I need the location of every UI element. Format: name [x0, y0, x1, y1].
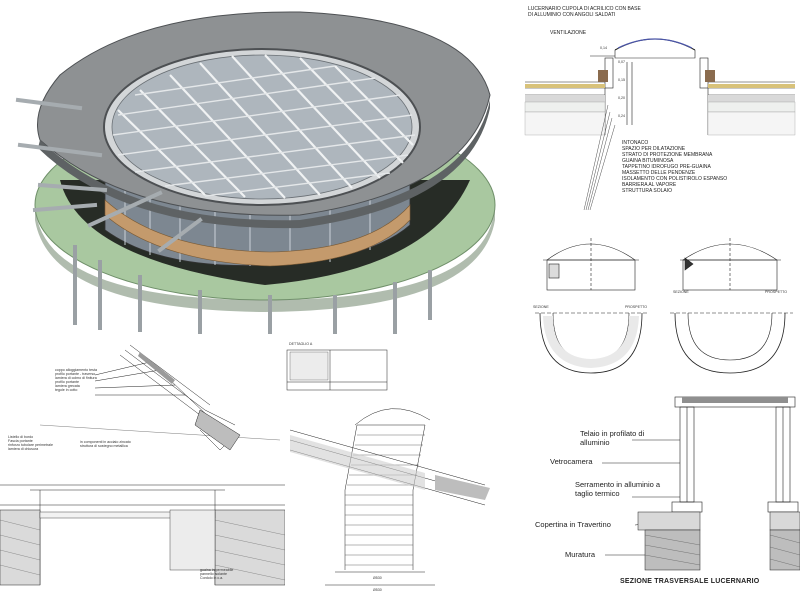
skylight-title-line2: DI ALLUMINIO CON ANGOLI SALDATI — [528, 12, 616, 18]
layer-label: STRUTTURA SOLAIO — [622, 188, 673, 194]
note-label: in componenti in acciaio zincato — [80, 440, 131, 444]
callout-label: coppo alloggiamento testa — [55, 368, 97, 372]
layer-label: ISOLAMENTO CON POLISTIROLO ESPANSO — [622, 176, 728, 182]
note-label: rinforzo tubolare perimetrale — [8, 443, 53, 447]
left-section-label: SEZIONE — [533, 305, 549, 309]
note-label: pannello isolante — [200, 572, 227, 576]
tube-dim-1: Ø530 — [373, 576, 382, 580]
tube-detail-drawing — [286, 349, 490, 586]
callout-label: profilo portante - traverso — [55, 372, 96, 376]
support-posts — [73, 245, 432, 334]
note-label: Listello di bordo — [8, 435, 34, 439]
layer-label: TAPPETINO IDROFUGO PRE-GUAINA — [622, 164, 711, 170]
note-label: struttura di sostegno metallica — [80, 444, 128, 448]
dim-b: 0,07 — [618, 60, 625, 64]
glazing-label: Vetrocamera — [550, 457, 593, 466]
roof-detail-panel: coppo alloggiamento testa profilo portan… — [0, 340, 285, 600]
skylight-grid-lines — [117, 54, 414, 199]
right-elevation-label: PROSPETTO — [765, 290, 788, 294]
layer-label: INTONACO — [622, 140, 649, 146]
note-label: Fascia portante — [8, 439, 33, 443]
bottom-notes: guaina impermeabile pannello isolante Co… — [200, 568, 233, 580]
section-caption: SEZIONE TRASVERSALE LUCERNARIO — [620, 578, 760, 585]
masonry-label: Muratura — [565, 550, 596, 559]
layer-list: INTONACO SPAZIO PER DILATAZIONE STRATO D… — [622, 140, 727, 194]
vertical-section-drawing — [602, 396, 800, 571]
ventilation-label: VENTILAZIONE — [550, 30, 587, 36]
dome-views-drawing — [535, 238, 793, 374]
roof-callouts: coppo alloggiamento testa profilo portan… — [55, 368, 97, 392]
left-notes: Listello di bordo Fascia portante rinfor… — [8, 435, 53, 451]
callout-label: lamiera grecata — [55, 384, 80, 388]
note-label: lamiera di chiusura — [8, 447, 39, 451]
tube-top-ref: DETTAGLIO A — [289, 342, 313, 346]
skylight-section-panel: LUCERNARIO CUPOLA DI ACRILICO CON BASE D… — [520, 0, 800, 225]
tube-detail-panel: DETTAGLIO A Ø530 Ø530 — [285, 340, 510, 600]
layer-label: GUAINA BITUMINOSA — [622, 158, 674, 164]
dome-views-panel: SEZIONE PROSPETTO SEZIONE PROSPETTO — [525, 228, 800, 380]
layer-label: STRATO DI PROTEZIONE MEMBRANA — [622, 152, 713, 158]
frame-label: Telaio in profilato di alluminio — [580, 429, 645, 447]
callout-label: profilo portante — [55, 380, 79, 384]
dim-c: 0,15 — [618, 78, 625, 82]
roof-detail-drawing — [0, 344, 285, 586]
layer-label: SPAZIO PER DILATAZIONE — [622, 146, 686, 152]
wood-band — [104, 199, 411, 267]
callout-label: tegole in cotto — [55, 388, 78, 392]
mid-notes: in componenti in acciaio zincato struttu… — [80, 440, 131, 448]
left-elevation-label: PROSPETTO — [625, 305, 648, 309]
dim-e: 0,24 — [618, 114, 625, 118]
window-label: Serramento in alluminio a taglio termico — [575, 480, 661, 498]
right-section-label: SEZIONE — [673, 290, 689, 294]
layer-label: BARRIERA AL VAPORE — [622, 182, 677, 188]
skylight-title-line1: LUCERNARIO CUPOLA DI ACRILICO CON BASE — [528, 6, 641, 12]
note-label: guaina impermeabile — [200, 568, 234, 572]
dim-a: 0,14 — [600, 46, 607, 50]
note-label: Cordolo in c.a. — [200, 576, 224, 580]
tube-dim-2: Ø530 — [373, 588, 382, 592]
steel-struts — [15, 97, 203, 253]
render-panel — [0, 0, 500, 335]
skylight-section-drawing — [524, 38, 796, 211]
coping-label: Copertina in Travertino — [535, 520, 611, 529]
dim-d: 0,20 — [618, 96, 625, 100]
callout-label: lamiera di colmo di finitura — [55, 376, 97, 380]
vertical-section-panel: Telaio in profilato di alluminio Vetroca… — [520, 385, 800, 600]
skylight-3d-render — [15, 11, 496, 334]
layer-label: MASSETTO DELLE PENDENZE — [622, 170, 696, 176]
